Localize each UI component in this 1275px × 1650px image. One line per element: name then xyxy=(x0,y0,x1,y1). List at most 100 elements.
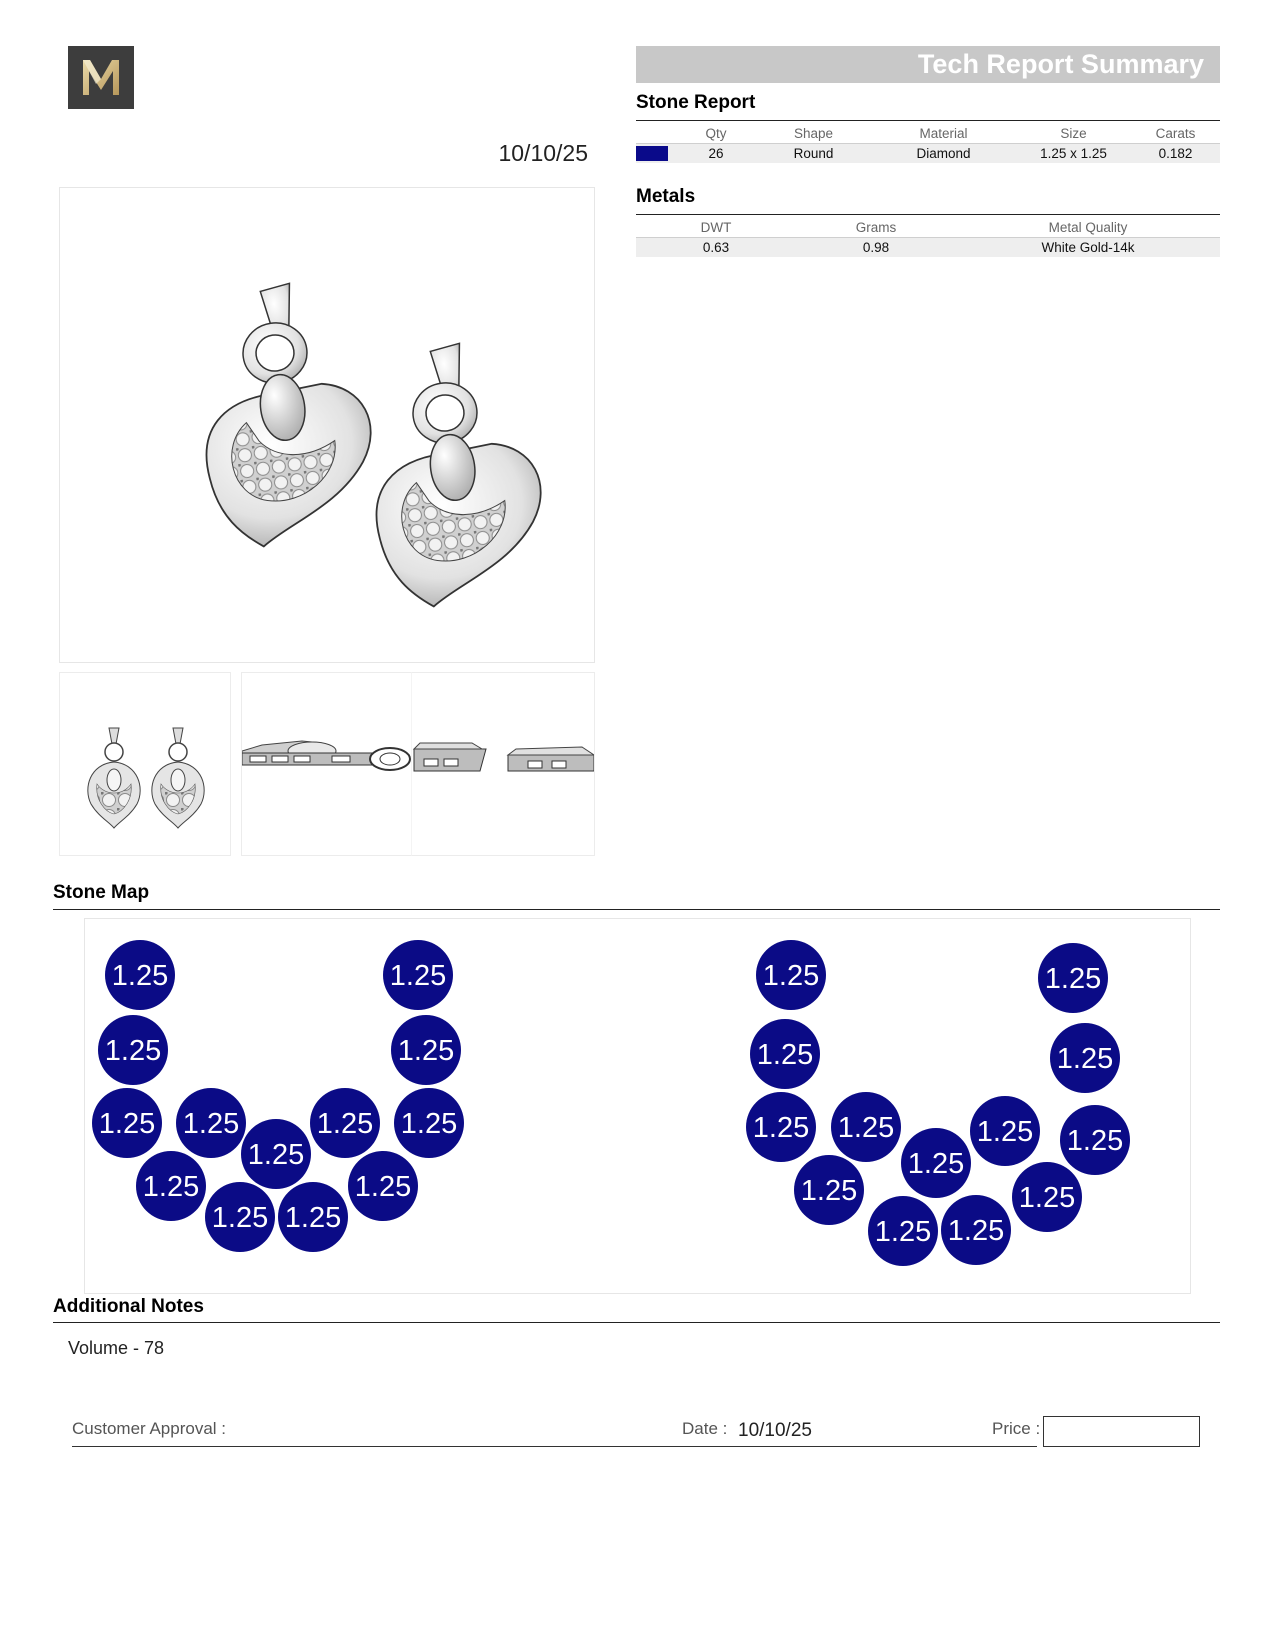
stone-marker: 1.25 xyxy=(383,940,453,1010)
stone-size-label: 1.25 xyxy=(143,1171,199,1203)
stone-marker: 1.25 xyxy=(348,1151,418,1221)
shape-cell: Round xyxy=(756,143,871,163)
stone-size-label: 1.25 xyxy=(183,1108,239,1140)
material-cell: Diamond xyxy=(871,143,1016,163)
stone-circle xyxy=(750,1019,820,1089)
customer-approval-label: Customer Approval : xyxy=(72,1419,227,1438)
col-material: Material xyxy=(919,125,968,141)
stone-size-label: 1.25 xyxy=(390,960,446,992)
col-shape: Shape xyxy=(793,125,834,141)
stone-marker: 1.25 xyxy=(98,1015,168,1085)
stone-size-label: 1.25 xyxy=(355,1171,411,1203)
stone-circle xyxy=(901,1128,971,1198)
stone-marker: 1.25 xyxy=(901,1128,971,1198)
stone-circle xyxy=(970,1096,1040,1166)
approval-date-label: Date : xyxy=(682,1419,728,1438)
stone-report-table: Qty Shape Material Size Carats 26 Round … xyxy=(636,123,1220,163)
stone-size-label: 1.25 xyxy=(948,1215,1004,1247)
stone-marker: 1.25 xyxy=(105,940,175,1010)
signature-line[interactable] xyxy=(72,1446,1037,1447)
stone-circle xyxy=(205,1182,275,1252)
stone-color-swatch xyxy=(636,146,668,162)
stone-size-label: 1.25 xyxy=(977,1116,1033,1148)
stone-circle xyxy=(756,940,826,1010)
additional-notes-title: Additional Notes xyxy=(53,1296,204,1317)
stone-marker: 1.25 xyxy=(868,1196,938,1266)
stone-circle xyxy=(310,1088,380,1158)
stone-circle xyxy=(1012,1162,1082,1232)
report-header-bar: Tech Report Summary xyxy=(636,46,1220,83)
dwt-cell: 0.63 xyxy=(636,237,796,257)
thumbnail-side-view[interactable] xyxy=(241,672,413,856)
stone-circle xyxy=(278,1182,348,1252)
qty-cell: 26 xyxy=(676,143,756,163)
stone-size-label: 1.25 xyxy=(248,1139,304,1171)
stone-marker: 1.25 xyxy=(136,1151,206,1221)
thumbnail-front-view[interactable] xyxy=(59,672,231,856)
stone-size-label: 1.25 xyxy=(212,1202,268,1234)
stone-size-label: 1.25 xyxy=(763,960,819,992)
stone-circle xyxy=(136,1151,206,1221)
metal-quality-cell: White Gold-14k xyxy=(956,237,1220,257)
stone-size-label: 1.25 xyxy=(99,1108,155,1140)
stone-circle xyxy=(1060,1105,1130,1175)
metals-divider xyxy=(636,214,1220,215)
stone-size-label: 1.25 xyxy=(1057,1043,1113,1075)
stone-marker: 1.25 xyxy=(831,1092,901,1162)
stone-size-label: 1.25 xyxy=(401,1108,457,1140)
stone-size-label: 1.25 xyxy=(757,1039,813,1071)
stone-color-cell xyxy=(636,143,676,163)
notes-text: Volume - 78 xyxy=(68,1338,165,1358)
stone-size-label: 1.25 xyxy=(105,1035,161,1067)
stone-report-header-row: Qty Shape Material Size Carats xyxy=(636,123,1220,144)
col-size: Size xyxy=(1060,125,1087,141)
stone-size-label: 1.25 xyxy=(285,1202,341,1234)
stone-marker: 1.25 xyxy=(241,1119,311,1189)
stone-circle xyxy=(1050,1023,1120,1093)
stone-marker: 1.25 xyxy=(1012,1162,1082,1232)
size-cell: 1.25 x 1.25 xyxy=(1016,143,1131,163)
stone-circle xyxy=(383,940,453,1010)
stone-marker: 1.25 xyxy=(92,1088,162,1158)
stone-circle xyxy=(746,1092,816,1162)
stone-size-label: 1.25 xyxy=(908,1148,964,1180)
stone-map-title: Stone Map xyxy=(53,882,150,903)
col-qty: Qty xyxy=(705,125,727,141)
stone-marker: 1.25 xyxy=(1038,943,1108,1013)
stone-report-divider xyxy=(636,120,1220,121)
metals-header-row: DWT Grams Metal Quality xyxy=(636,217,1220,238)
stone-circle xyxy=(176,1088,246,1158)
product-render-main xyxy=(59,187,595,663)
stone-marker: 1.25 xyxy=(205,1182,275,1252)
stone-circle xyxy=(348,1151,418,1221)
stone-circle xyxy=(394,1088,464,1158)
table-row: 0.63 0.98 White Gold-14k xyxy=(636,237,1220,257)
stone-circle xyxy=(831,1092,901,1162)
stone-map-divider xyxy=(53,909,1220,910)
stone-circle xyxy=(391,1015,461,1085)
stone-marker: 1.25 xyxy=(310,1088,380,1158)
stone-marker: 1.25 xyxy=(750,1019,820,1089)
col-carats: Carats xyxy=(1155,125,1196,141)
stone-size-label: 1.25 xyxy=(875,1216,931,1248)
approval-date-value: 10/10/25 xyxy=(738,1420,812,1441)
stone-circle xyxy=(98,1015,168,1085)
stone-marker: 1.25 xyxy=(941,1195,1011,1265)
company-logo xyxy=(68,46,134,109)
thumbnail-top-view[interactable] xyxy=(411,672,596,856)
price-label: Price : xyxy=(992,1419,1041,1438)
stone-size-label: 1.25 xyxy=(1019,1182,1075,1214)
stone-marker: 1.25 xyxy=(970,1096,1040,1166)
stone-marker: 1.25 xyxy=(756,940,826,1010)
stone-marker: 1.25 xyxy=(1050,1023,1120,1093)
stone-report-title: Stone Report xyxy=(636,92,756,113)
stone-marker: 1.25 xyxy=(278,1182,348,1252)
stone-circle xyxy=(92,1088,162,1158)
stone-marker: 1.25 xyxy=(1060,1105,1130,1175)
notes-divider xyxy=(53,1322,1220,1323)
carats-cell: 0.182 xyxy=(1131,143,1220,163)
price-input[interactable] xyxy=(1043,1416,1200,1447)
report-title: Tech Report Summary xyxy=(917,49,1204,79)
col-color xyxy=(636,123,676,144)
